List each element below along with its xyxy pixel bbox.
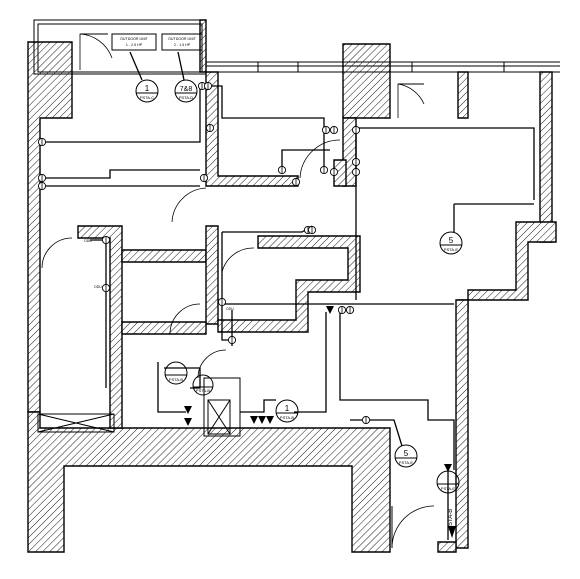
wall-top-center-column bbox=[342, 43, 391, 119]
drain-triangle-6 bbox=[326, 306, 334, 314]
small-label-2: ODU bbox=[94, 285, 102, 289]
service-box-mid bbox=[207, 399, 231, 435]
pipe-route-g bbox=[281, 149, 330, 170]
wall-right-step bbox=[457, 221, 557, 313]
outlines bbox=[33, 19, 560, 437]
unit-tag-number: 5 bbox=[404, 449, 409, 458]
service-box-left-diag2 bbox=[37, 413, 115, 433]
door-left-room bbox=[41, 237, 73, 269]
unit-tag-number: 7&8 bbox=[180, 86, 193, 93]
pipe-route-d bbox=[40, 86, 201, 143]
wall-bottom-right-foot bbox=[437, 541, 457, 553]
outdoor-unit-1-capacity: 1 - 2.5 HP bbox=[126, 43, 143, 47]
unit-tag-5-right: 5 PSTA-E bbox=[439, 231, 463, 255]
riser-label: PSTA-B bbox=[448, 509, 454, 530]
fittings bbox=[37, 81, 371, 425]
unit-tag-code: PSTA-B bbox=[196, 388, 210, 393]
riser-arrow bbox=[448, 526, 456, 538]
unit-tag-code: PSTA-C bbox=[140, 95, 154, 100]
outdoor-unit-1: OUTDOOR UNIT 1 - 2.5 HP bbox=[120, 37, 149, 47]
drain-triangle-7 bbox=[444, 464, 452, 472]
unit-tag-code: PSTA-B bbox=[169, 377, 183, 382]
pipe-route-m bbox=[221, 232, 454, 305]
unit-tag-mid-a: PSTA-B bbox=[164, 361, 188, 385]
door-mid-room bbox=[171, 187, 207, 223]
door-top-right bbox=[397, 83, 425, 118]
unit-tag-1-top: 1 PSTA-C bbox=[135, 79, 159, 103]
wall-mid-partition-a bbox=[205, 225, 219, 325]
wall-top-small-column bbox=[457, 71, 469, 119]
pipe-route-c bbox=[208, 85, 325, 170]
outdoor-area-frame bbox=[33, 19, 207, 75]
small-label-1: ODU bbox=[84, 239, 92, 243]
unit-tag-5-bottom: 5 PSTA-E bbox=[394, 444, 418, 468]
pipe-route-q bbox=[294, 312, 327, 413]
wall-bottom-mass bbox=[27, 411, 391, 553]
door-lower-left bbox=[169, 303, 201, 335]
drain-triangle-1 bbox=[184, 406, 192, 414]
door-center-room bbox=[221, 247, 255, 273]
unit-tag-1-bottom: 1 PSTA-B bbox=[275, 399, 299, 423]
wall-mid-left-block bbox=[77, 225, 123, 429]
drain-triangle-4 bbox=[258, 416, 266, 424]
pipe-route-v bbox=[240, 399, 276, 413]
unit-tag-code: PSTA-B bbox=[280, 415, 294, 420]
service-box-left bbox=[37, 413, 115, 433]
outdoor-unit-2-title: OUTDOOR UNIT bbox=[168, 37, 197, 41]
wall-mid-corner-small bbox=[333, 159, 347, 187]
unit-tag-mid-b: PSTA-B bbox=[192, 374, 214, 396]
service-box-mid-frame bbox=[203, 377, 241, 437]
service-box-mid-diag2 bbox=[207, 399, 231, 435]
wall-mid-inner-room bbox=[217, 235, 361, 333]
unit-tag-code: PSTA-E bbox=[399, 460, 413, 465]
pipe-route-b bbox=[177, 51, 185, 81]
pipe-route-u bbox=[164, 367, 201, 389]
wall-left-column bbox=[27, 41, 73, 413]
pipe-route-n bbox=[90, 239, 107, 388]
small-label-3: ODU bbox=[226, 307, 234, 311]
drain-symbols bbox=[184, 306, 452, 472]
drain-triangle-3 bbox=[250, 416, 258, 424]
walls bbox=[27, 19, 557, 553]
door-bottom-right bbox=[391, 505, 435, 549]
unit-tag-number: 1 bbox=[145, 84, 150, 93]
unit-tag-code: PSTA-E bbox=[441, 486, 455, 491]
wall-mid-corridor-top bbox=[121, 249, 207, 263]
wall-right-lower bbox=[455, 299, 469, 549]
unit-tag-code: PSTA-E bbox=[444, 247, 458, 252]
pipe-route-t bbox=[157, 362, 186, 413]
unit-tag-code: PSTA-D bbox=[179, 95, 193, 100]
doors bbox=[41, 33, 435, 549]
door-upper-right bbox=[299, 139, 341, 179]
pipe-route-h bbox=[356, 127, 535, 200]
unit-tag-number: 5 bbox=[449, 236, 454, 245]
drain-triangle-5 bbox=[266, 416, 274, 424]
pipe-routes bbox=[40, 51, 535, 540]
outdoor-unit-1-title: OUTDOOR UNIT bbox=[120, 37, 149, 41]
outdoor-unit-2: OUTDOOR UNIT 2 - 1.5 HP bbox=[168, 37, 197, 47]
pipe-route-f bbox=[42, 169, 200, 179]
wall-mid-lower-ledge bbox=[121, 321, 207, 335]
outdoor-unit-2-frame bbox=[161, 33, 203, 51]
unit-tag-number: 1 bbox=[285, 404, 290, 413]
door-lower-mid bbox=[197, 349, 227, 379]
wall-right-upper bbox=[539, 71, 553, 243]
unit-tag-78: 7&8 PSTA-D bbox=[174, 79, 198, 103]
outdoor-unit-1-frame bbox=[111, 33, 157, 51]
pipe-route-r bbox=[339, 312, 455, 470]
pipe-route-a bbox=[129, 51, 143, 81]
wall-top-frame-right bbox=[199, 19, 207, 73]
pipe-route-l bbox=[222, 225, 313, 233]
door-top-left bbox=[79, 33, 113, 70]
outdoor-unit-2-capacity: 2 - 1.5 HP bbox=[174, 43, 191, 47]
drain-triangle-2 bbox=[184, 418, 192, 426]
